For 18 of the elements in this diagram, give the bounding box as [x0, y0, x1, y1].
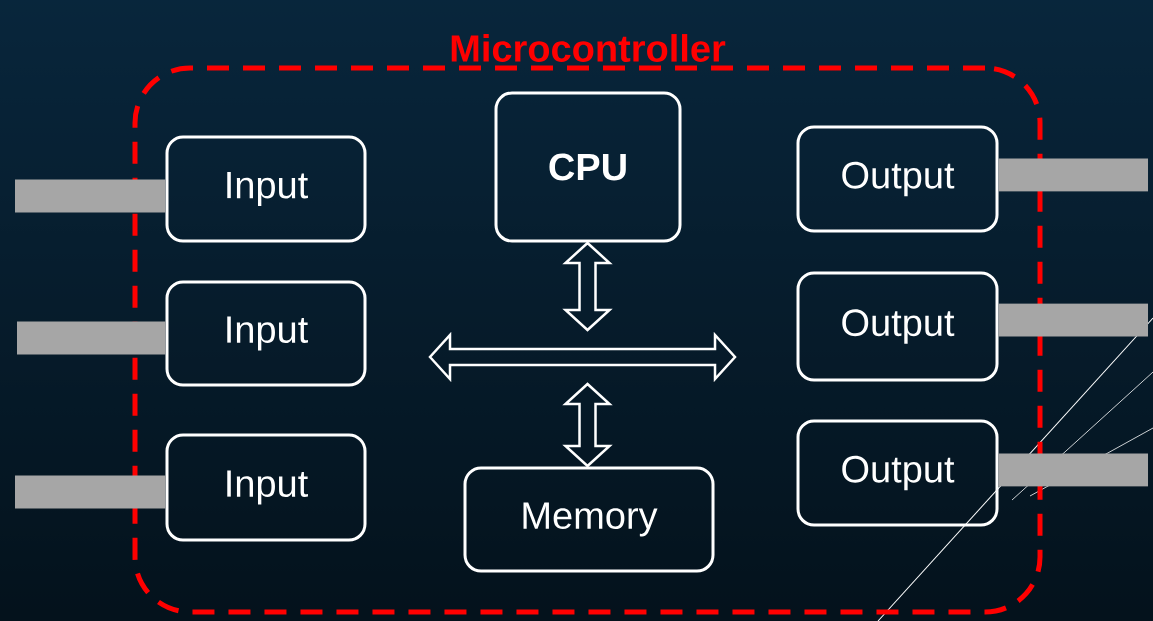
block-box: Output	[796, 419, 999, 527]
block-box: Memory	[463, 466, 715, 573]
double-arrow	[562, 382, 613, 468]
double-arrow	[562, 241, 613, 332]
block-box: Output	[796, 271, 999, 382]
pin-bar	[15, 179, 166, 213]
pin-bar	[998, 303, 1148, 337]
node-label: Microcontroller	[451, 34, 726, 62]
block-box: Input	[165, 433, 367, 542]
bus-arrow	[428, 331, 737, 383]
block-box: Input	[165, 135, 367, 243]
cpu-box: CPU	[494, 91, 682, 243]
block-box: Input	[165, 280, 367, 387]
pin-bar	[15, 475, 166, 509]
block-box: Output	[796, 125, 999, 233]
pin-bar	[17, 321, 166, 355]
pin-bar	[998, 453, 1148, 487]
pin-bar	[998, 158, 1148, 192]
